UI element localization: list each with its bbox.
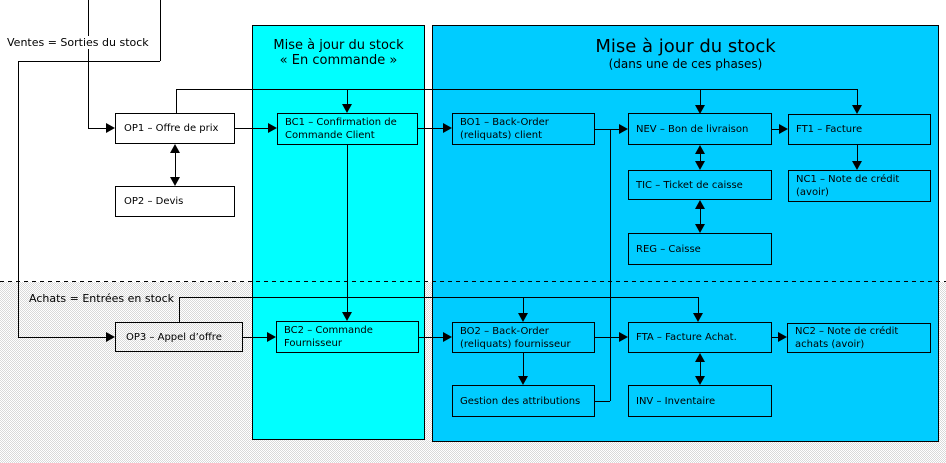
box-inv-label: INV – Inventaire <box>636 395 716 407</box>
arrow-into-reg-top <box>695 224 705 233</box>
arrow-into-op1-bottom <box>170 144 180 153</box>
arrow-into-op3 <box>106 332 115 342</box>
panel-phases-title: Mise à jour du stock <box>595 36 776 57</box>
arrow-into-bc2-top <box>342 312 352 321</box>
connector-fta-nc2 <box>772 337 778 338</box>
box-bc2: BC2 – Commande Fournisseur <box>276 321 419 353</box>
box-ft1: FT1 – Facture <box>788 114 931 145</box>
connector-top-to-op1 <box>88 0 89 128</box>
ventes-achats-separator <box>0 281 946 282</box>
box-fta: FTA – Facture Achat. <box>628 322 772 353</box>
connector-tic-reg <box>700 209 701 224</box>
connector-rail-to-nev <box>700 89 701 105</box>
arrow-into-tic-top <box>695 161 705 170</box>
box-op1-label: OP1 – Offre de prix <box>124 123 219 134</box>
arrow-into-fta-top <box>693 313 703 322</box>
arrow-into-bo1-left <box>443 123 452 133</box>
panel-phases-subtitle: (dans une de ces phases) <box>608 57 763 71</box>
box-op1: OP1 – Offre de prix <box>115 113 235 144</box>
connector-op3-bc2 <box>243 337 267 338</box>
panel-en-commande-subtitle: « En commande » <box>279 53 398 68</box>
box-op2: OP2 – Devis <box>115 186 235 217</box>
arrow-into-gestion-top <box>518 376 528 385</box>
label-ventes: Ventes = Sorties du stock <box>5 36 151 49</box>
arrow-into-nc2-left <box>778 332 787 342</box>
box-fta-label: FTA – Facture Achat. <box>636 332 737 343</box>
connector-rail-to-ft1 <box>857 89 858 105</box>
arrow-into-bc2-left <box>267 332 276 342</box>
connector-rail-to-bo2 <box>523 297 524 313</box>
arrow-into-nc1-top <box>852 161 862 170</box>
connector-bc1-bo1 <box>418 128 443 129</box>
box-bo2: BO2 – Back-Order (reliquats) fournisseur <box>452 322 595 353</box>
connector-rail-to-bc1 <box>347 89 348 104</box>
arrow-into-bo2-top <box>518 313 528 322</box>
box-gestion-label: Gestion des attributions <box>460 395 581 407</box>
box-nc1: NC1 – Note de crédit (avoir) <box>788 170 931 202</box>
connector-top-to-op1-h <box>88 128 107 129</box>
arrow-into-nev-bottom <box>695 145 705 154</box>
label-achats: Achats = Entrées en stock <box>29 292 175 305</box>
box-nc2-label: NC2 – Note de crédit achats (avoir) <box>795 326 899 350</box>
connector-to-op3-h <box>18 337 107 338</box>
connector-nev-ft1 <box>772 129 779 130</box>
box-nc2: NC2 – Note de crédit achats (avoir) <box>787 323 931 353</box>
box-op3: OP3 – Appel d’offre <box>115 322 243 352</box>
box-reg: REG – Caisse <box>628 233 772 265</box>
connector-bc1-bc2 <box>347 145 348 312</box>
panel-en-commande: Mise à jour du stock « En commande » <box>252 25 425 440</box>
connector-bo2-fta <box>595 337 619 338</box>
box-op3-label: OP3 – Appel d’offre <box>126 331 222 343</box>
box-bo1-label: BO1 – Back-Order (reliquats) client <box>460 117 549 141</box>
box-bc1: BC1 – Confirmation de Commande Client <box>277 113 418 145</box>
arrow-into-op2-top <box>170 177 180 186</box>
arrow-into-fta-bottom <box>695 353 705 362</box>
connector-bc2-bo2 <box>419 337 443 338</box>
box-bo2-label: BO2 – Back-Order (reliquats) fournisseur <box>460 325 571 350</box>
box-nc1-label: NC1 – Note de crédit (avoir) <box>796 174 900 198</box>
arrow-into-tic-bottom <box>695 200 705 209</box>
arrow-into-inv-top <box>695 376 705 385</box>
arrow-into-fta-left <box>619 332 628 342</box>
arrow-into-ft1-top <box>852 105 862 114</box>
box-nev-label: NEV – Bon de livraison <box>636 123 749 135</box>
connector-bo1-nev <box>595 129 619 130</box>
connector-op1-bc1 <box>235 128 268 129</box>
arrow-into-nev-top <box>695 105 705 114</box>
connector-op3-top-up <box>179 297 180 322</box>
box-tic-label: TIC – Ticket de caisse <box>636 179 743 191</box>
box-bo1: BO1 – Back-Order (reliquats) client <box>452 113 595 145</box>
arrow-into-nev-left <box>619 124 628 134</box>
connector-achats-rail <box>179 297 698 298</box>
connector-left-down-to-op3 <box>18 61 19 337</box>
arrow-into-bc1-top <box>342 104 352 113</box>
panel-en-commande-title: Mise à jour du stock <box>273 38 404 53</box>
connector-bo2-gestion <box>523 353 524 376</box>
arrow-into-bo2-left <box>443 332 452 342</box>
arrow-into-op1 <box>106 123 115 133</box>
box-op2-label: OP2 – Devis <box>124 196 184 207</box>
connector-nev-tic <box>700 154 701 161</box>
connector-ventes-rail <box>176 89 857 90</box>
box-inv: INV – Inventaire <box>628 385 772 417</box>
box-bc1-label: BC1 – Confirmation de Commande Client <box>285 117 397 141</box>
connector-op1-top-up <box>176 89 177 113</box>
connector-top-to-achats-v1 <box>160 0 161 61</box>
box-bc2-label: BC2 – Commande Fournisseur <box>284 325 373 349</box>
connector-fta-inv <box>700 362 701 376</box>
box-ft1-label: FT1 – Facture <box>796 124 863 135</box>
connector-op1-op2 <box>175 153 176 177</box>
connector-top-to-achats-h1 <box>18 61 160 62</box>
connector-bo1-gestion-v <box>610 129 611 401</box>
connector-rail-to-fta <box>698 297 699 313</box>
arrow-into-bc1-left <box>268 123 277 133</box>
box-nev: NEV – Bon de livraison <box>628 113 772 145</box>
connector-gestion-join-h <box>595 401 610 402</box>
arrow-into-ft1-left <box>779 124 788 134</box>
connector-ft1-nc1 <box>857 145 858 161</box>
box-tic: TIC – Ticket de caisse <box>628 170 772 200</box>
box-reg-label: REG – Caisse <box>636 243 701 255</box>
box-gestion: Gestion des attributions <box>452 385 595 417</box>
